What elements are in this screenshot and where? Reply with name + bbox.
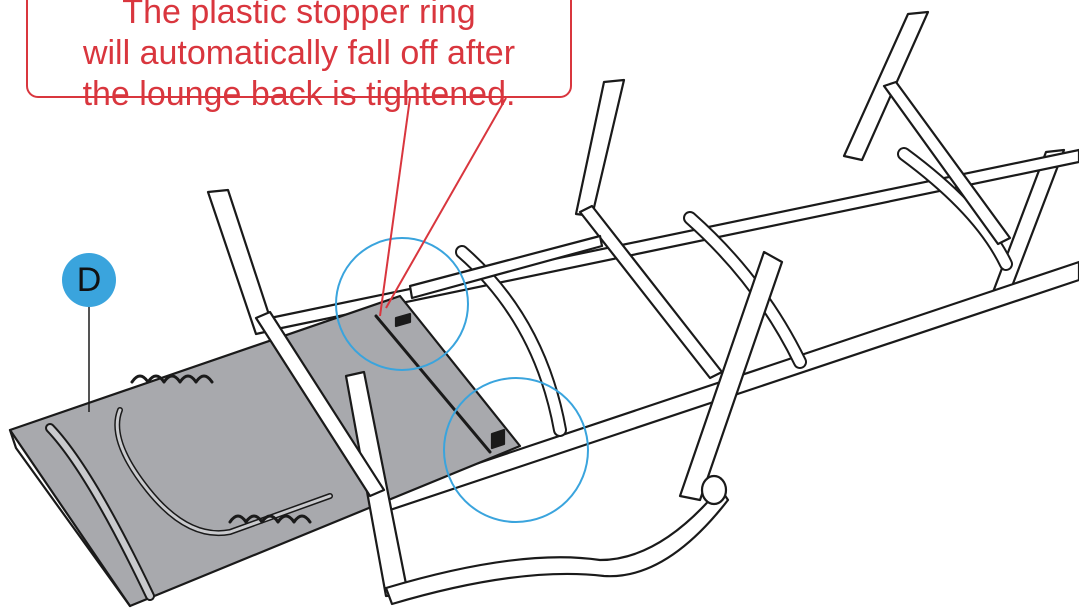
callout-leader-2 — [385, 97, 507, 309]
diagonal-brace-2 — [882, 80, 1012, 246]
panel-rail — [374, 314, 492, 454]
leg-middle-back — [574, 78, 626, 218]
slot-lower — [490, 428, 506, 450]
highlight-circle-lower — [443, 377, 589, 523]
cross-tube-3-inner — [899, 149, 1011, 269]
callout-text: The plastic stopper ring will automatica… — [26, 0, 572, 113]
rocker-bar — [384, 486, 730, 606]
slot-upper — [394, 312, 412, 328]
leg-right-front — [678, 250, 784, 502]
panel-inner-frame-light — [115, 408, 332, 535]
callout-leader-1 — [379, 97, 411, 317]
rocker-end-cap — [700, 474, 728, 506]
callout-line-1: The plastic stopper ring — [122, 0, 476, 31]
callout-box — [26, 0, 572, 98]
inner-rail — [408, 234, 604, 300]
panel-cross-bar — [254, 310, 386, 498]
spring-bottom — [228, 514, 312, 524]
leg-left-back — [206, 188, 276, 336]
spring-top — [130, 374, 214, 384]
highlight-circle-upper — [335, 237, 469, 371]
panel-edge — [8, 428, 132, 608]
callout-line-3: the lounge back is tightened. — [82, 75, 516, 113]
callout-line-2: will automatically fall off after — [82, 34, 516, 72]
panel-tube-light — [47, 425, 153, 599]
part-label-d: D — [62, 253, 116, 307]
